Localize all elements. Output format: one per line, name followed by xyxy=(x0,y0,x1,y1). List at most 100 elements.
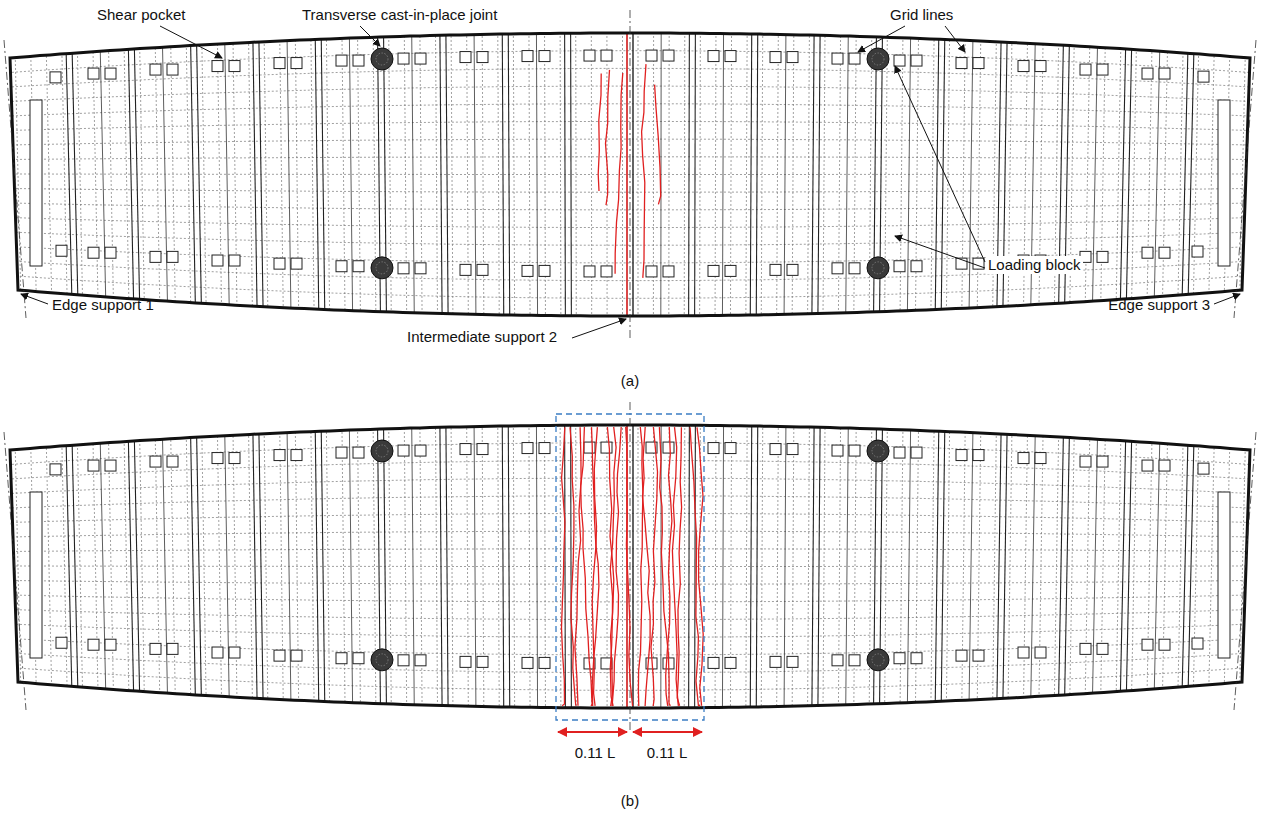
grid-line xyxy=(591,20,592,330)
leader-line xyxy=(572,319,626,338)
annotation-label: 0.11 L xyxy=(573,744,618,762)
shear-pocket xyxy=(522,657,533,668)
shear-pocket xyxy=(708,51,719,62)
shear-pocket xyxy=(522,265,533,276)
shear-pocket xyxy=(1097,456,1108,467)
shear-pocket xyxy=(1159,460,1170,471)
shear-pocket xyxy=(770,264,781,275)
shear-pocket xyxy=(105,68,116,79)
crack-line xyxy=(626,427,633,706)
loading-block xyxy=(867,48,889,70)
grid-line xyxy=(946,412,950,722)
shear-pocket xyxy=(398,655,409,666)
joint-line xyxy=(259,412,264,722)
shear-pocket xyxy=(584,266,595,277)
joint-line xyxy=(694,20,696,330)
joint-line xyxy=(128,20,134,330)
grid-line xyxy=(761,20,763,330)
grid-line xyxy=(854,20,857,330)
shear-pocket xyxy=(911,447,922,458)
annotation-label: Grid lines xyxy=(888,6,955,24)
grid-line xyxy=(992,412,996,722)
panel-line xyxy=(349,412,353,722)
joint-line xyxy=(812,412,814,722)
shear-pocket xyxy=(150,251,161,262)
grid-line xyxy=(435,20,437,330)
grid-line xyxy=(513,412,514,722)
shear-pocket xyxy=(1097,251,1108,262)
shear-pocket xyxy=(539,265,550,276)
dimension-arrow xyxy=(558,731,627,733)
leader-line xyxy=(858,26,905,52)
grid-line xyxy=(1008,20,1012,330)
shear-pocket xyxy=(229,255,240,266)
joint-line xyxy=(253,412,258,722)
grid-line xyxy=(1147,20,1153,330)
grid-line xyxy=(451,20,453,330)
grid-line xyxy=(684,412,686,722)
shear-pocket xyxy=(291,258,302,269)
grid-line xyxy=(311,412,315,722)
shear-pocket xyxy=(460,52,471,63)
shear-pocket xyxy=(398,53,409,64)
loading-block xyxy=(867,257,889,279)
grid-line xyxy=(1162,412,1168,722)
shear-pocket xyxy=(708,265,719,276)
shear-pocket xyxy=(1159,247,1170,258)
shear-pocket xyxy=(291,450,302,461)
joint-line xyxy=(321,20,325,330)
grid-line xyxy=(715,412,716,722)
shear-pocket xyxy=(415,263,426,274)
joint-line xyxy=(315,412,319,722)
shear-pocket xyxy=(88,68,99,79)
grid-line xyxy=(92,412,98,722)
crack-line xyxy=(612,427,621,706)
shear-pocket xyxy=(894,447,905,458)
panel-line xyxy=(474,412,476,722)
grid-line xyxy=(529,20,530,330)
grid-line xyxy=(823,412,825,722)
shear-pocket xyxy=(88,639,99,650)
grid-line xyxy=(746,20,747,330)
shear-pocket xyxy=(229,453,240,464)
shear-pocket xyxy=(167,643,178,654)
annotation-label: Loading block xyxy=(986,256,1083,274)
shear-pocket xyxy=(1198,71,1209,82)
grid-line xyxy=(545,412,546,722)
shear-pocket xyxy=(1018,61,1029,72)
grid-line xyxy=(1147,412,1153,722)
end-slot xyxy=(30,100,42,266)
crack-zone-box xyxy=(556,414,704,720)
shear-pocket xyxy=(105,460,116,471)
joint-line xyxy=(1187,20,1194,330)
shear-pocket xyxy=(787,656,798,667)
shear-pocket xyxy=(1192,638,1203,649)
shear-pocket xyxy=(522,51,533,62)
grid-line xyxy=(777,20,779,330)
shear-pocket xyxy=(460,656,471,667)
annotation-label: 0.11 L xyxy=(645,744,690,762)
leader-line xyxy=(1214,294,1240,304)
grid-line xyxy=(108,20,114,330)
joint-line xyxy=(1064,20,1070,330)
shear-pocket xyxy=(50,72,61,83)
shear-pocket xyxy=(894,55,905,66)
crack-line xyxy=(606,70,610,205)
panel-line xyxy=(474,20,476,330)
crack-line xyxy=(642,64,646,278)
shear-pocket xyxy=(88,460,99,471)
shear-pocket xyxy=(150,456,161,467)
grid-line xyxy=(404,412,407,722)
shear-pocket xyxy=(353,447,364,458)
shear-pocket xyxy=(787,52,798,63)
shear-pocket xyxy=(88,247,99,258)
joint-line xyxy=(632,412,633,722)
shear-pocket xyxy=(1018,453,1029,464)
joint-line xyxy=(1064,412,1070,722)
shear-pocket xyxy=(415,655,426,666)
crack-line xyxy=(638,427,643,706)
shear-pocket xyxy=(229,61,240,72)
grid-line xyxy=(420,412,422,722)
shear-pocket xyxy=(973,58,984,69)
panel-line xyxy=(100,20,107,330)
